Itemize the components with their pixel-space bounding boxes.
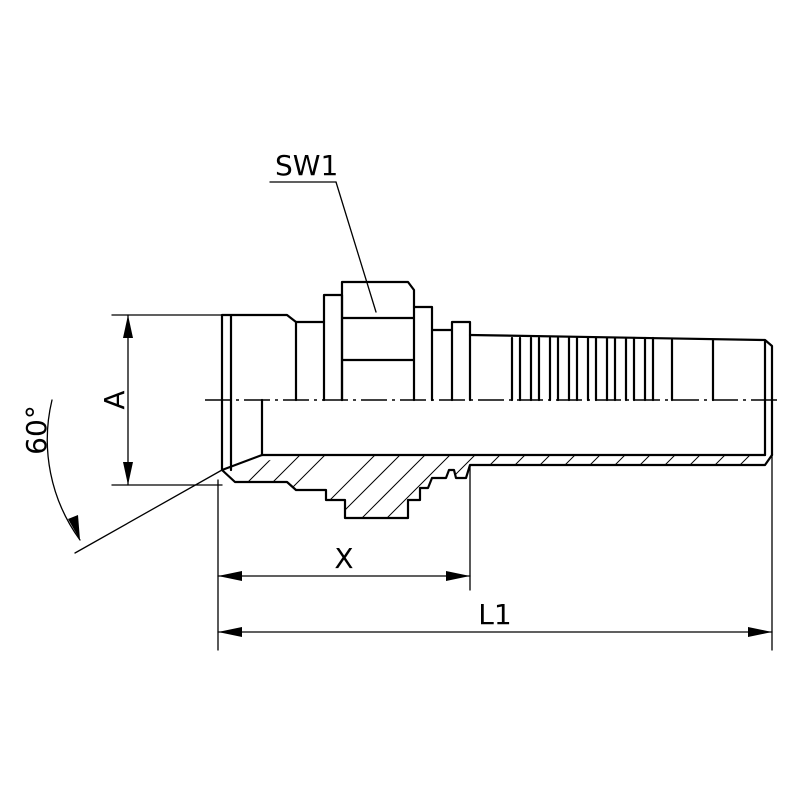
cone-angle-label: 60° (20, 405, 53, 455)
collar (322, 293, 344, 402)
dim-a-arrow-top (123, 315, 133, 338)
male-thread-end (220, 313, 298, 402)
section-outline (220, 453, 774, 520)
sw1-label: SW1 (275, 149, 338, 182)
dim-l1-arrow-right (748, 627, 772, 637)
hatching (229, 455, 765, 518)
dimension-l1: L1 (217, 454, 773, 651)
barb-ridges (510, 336, 715, 402)
dimension-a: A (98, 314, 223, 486)
section-view (220, 398, 774, 520)
dim-l1-label: L1 (478, 598, 511, 631)
fitting-body (220, 280, 774, 457)
angle-arrow (68, 515, 80, 540)
hex-nut (340, 280, 416, 402)
dim-x-arrow-left (218, 571, 242, 581)
hose-tail (468, 333, 774, 457)
wrench-size-callout: SW1 (269, 149, 377, 313)
cone-angle-dimension: 60° (20, 399, 223, 554)
bore (260, 398, 767, 457)
dim-x-arrow-right (446, 571, 470, 581)
rear-flange (412, 305, 472, 402)
dim-x-label: X (334, 542, 353, 575)
dimension-x: X (217, 464, 471, 651)
dim-l1-arrow-left (218, 627, 242, 637)
dim-a-arrow-bottom (123, 462, 133, 485)
dim-a-label: A (98, 390, 131, 409)
